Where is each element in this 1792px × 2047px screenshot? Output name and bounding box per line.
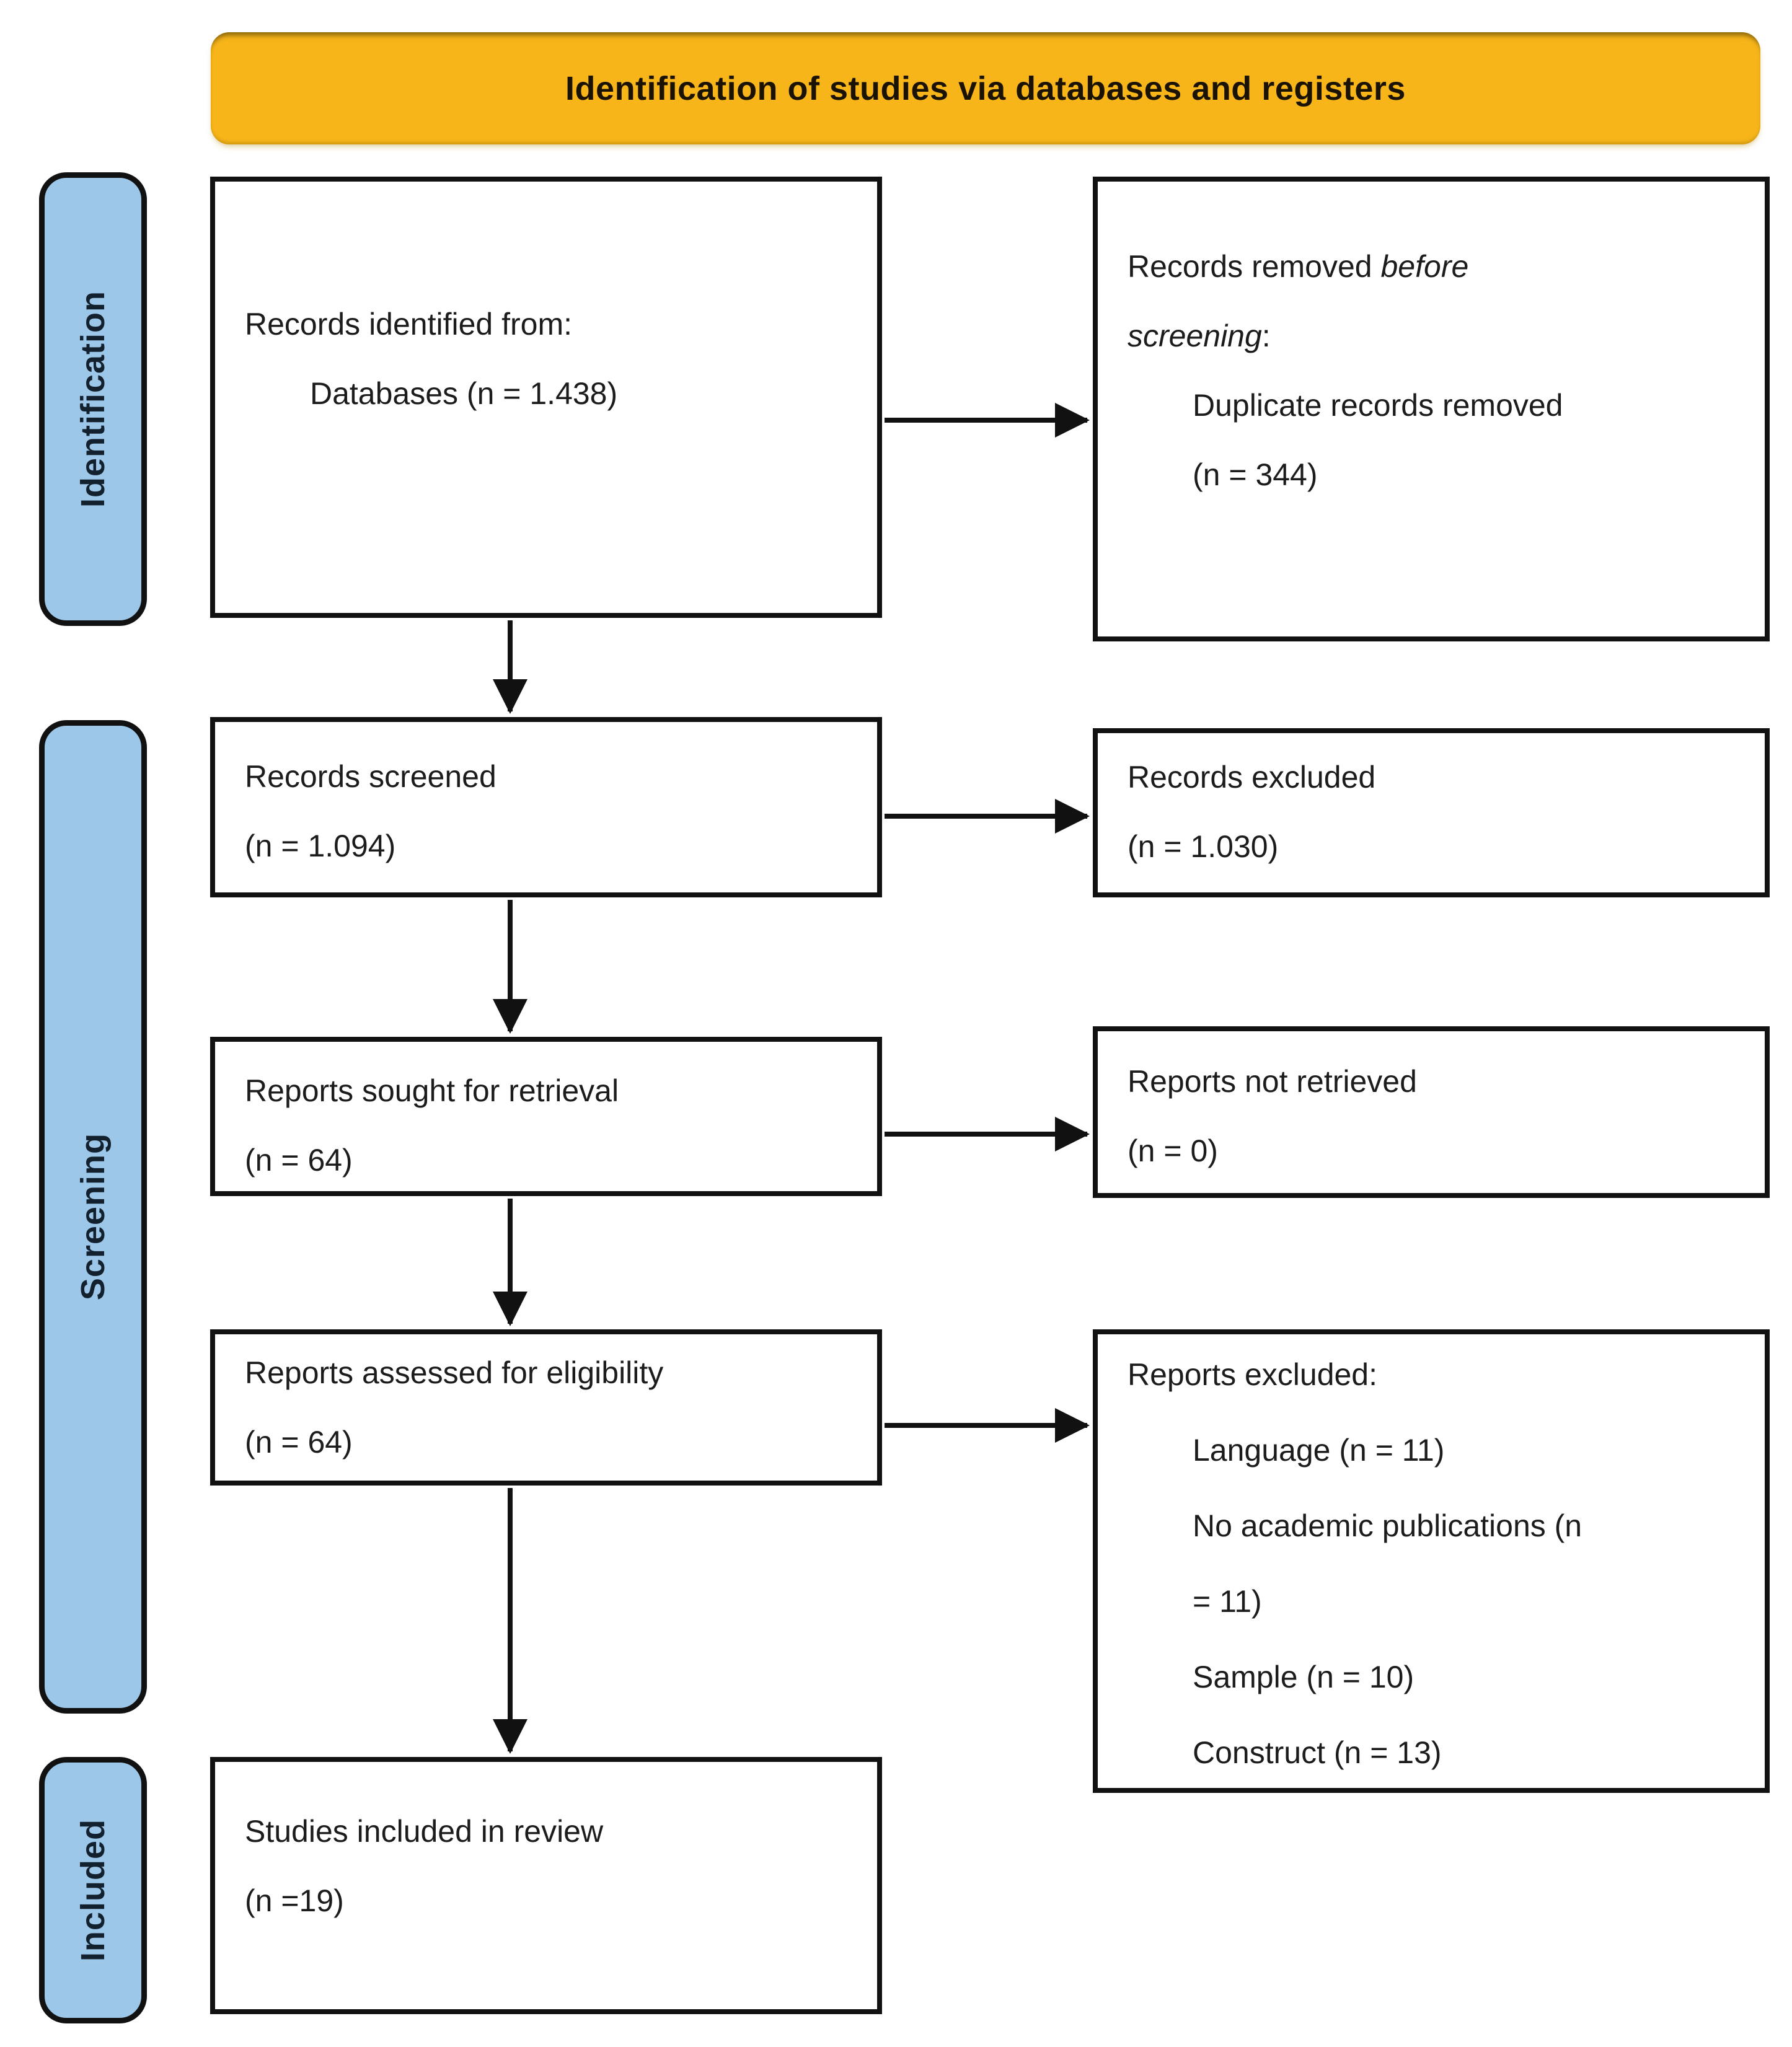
box-records-removed-before-screening: Records removed before screening: Duplic… (1093, 177, 1770, 641)
reports-sought-line2: (n = 64) (245, 1143, 353, 1178)
records-removed-line2-italic: screening (1128, 319, 1262, 353)
box-reports-sought: Reports sought for retrieval (n = 64) (210, 1037, 882, 1196)
reports-not-retrieved-line1: Reports not retrieved (1128, 1064, 1417, 1099)
reports-assessed-line2: (n = 64) (245, 1425, 353, 1459)
records-screened-line2: (n = 1.094) (245, 829, 396, 863)
reports-excluded-item: Construct (n = 13) (1193, 1735, 1442, 1770)
reports-assessed-line1: Reports assessed for eligibility (245, 1355, 664, 1390)
reports-sought-line1: Reports sought for retrieval (245, 1073, 619, 1108)
diagram-title: Identification of studies via databases … (565, 69, 1406, 107)
reports-excluded-item: Language (n = 11) (1193, 1433, 1445, 1468)
box-records-excluded: Records excluded (n = 1.030) (1093, 728, 1770, 897)
header-banner: Identification of studies via databases … (211, 32, 1760, 144)
records-removed-line4: (n = 344) (1193, 457, 1318, 492)
reports-excluded-item: No academic publications (n (1193, 1508, 1582, 1543)
studies-included-line2: (n =19) (245, 1883, 344, 1918)
box-reports-assessed: Reports assessed for eligibility (n = 64… (210, 1329, 882, 1486)
reports-excluded-item: = 11) (1193, 1584, 1262, 1619)
stage-label-included: Included (74, 1818, 112, 1961)
stage-label-identification: Identification (74, 291, 112, 508)
box-records-identified: Records identified from: Databases (n = … (210, 177, 882, 618)
reports-excluded-item: Sample (n = 10) (1193, 1660, 1415, 1694)
box-reports-not-retrieved: Reports not retrieved (n = 0) (1093, 1026, 1770, 1198)
records-removed-line2-regular: : (1261, 319, 1271, 353)
reports-excluded-title: Reports excluded: (1128, 1357, 1378, 1392)
studies-included-line1: Studies included in review (245, 1814, 604, 1849)
box-records-screened: Records screened (n = 1.094) (210, 717, 882, 897)
records-removed-line1: Records removed before (1128, 232, 1755, 301)
records-identified-line2: Databases (n = 1.438) (310, 376, 618, 411)
records-removed-line2: screening: (1128, 301, 1755, 371)
reports-not-retrieved-line2: (n = 0) (1128, 1134, 1218, 1168)
records-removed-line1-regular: Records removed (1128, 249, 1381, 284)
records-identified-line1: Records identified from: (245, 307, 573, 341)
records-screened-line1: Records screened (245, 759, 497, 794)
records-excluded-line2: (n = 1.030) (1128, 829, 1279, 864)
stage-bar-identification: Identification (39, 172, 147, 626)
box-studies-included: Studies included in review (n =19) (210, 1757, 882, 2014)
records-excluded-line1: Records excluded (1128, 760, 1376, 795)
stage-bar-screening: Screening (39, 720, 147, 1714)
records-removed-line3: Duplicate records removed (1193, 388, 1563, 423)
stage-bar-included: Included (39, 1757, 147, 2023)
records-removed-line1-italic: before (1380, 249, 1469, 284)
box-reports-excluded: Reports excluded: Language (n = 11) No a… (1093, 1329, 1770, 1793)
stage-label-screening: Screening (74, 1133, 112, 1301)
